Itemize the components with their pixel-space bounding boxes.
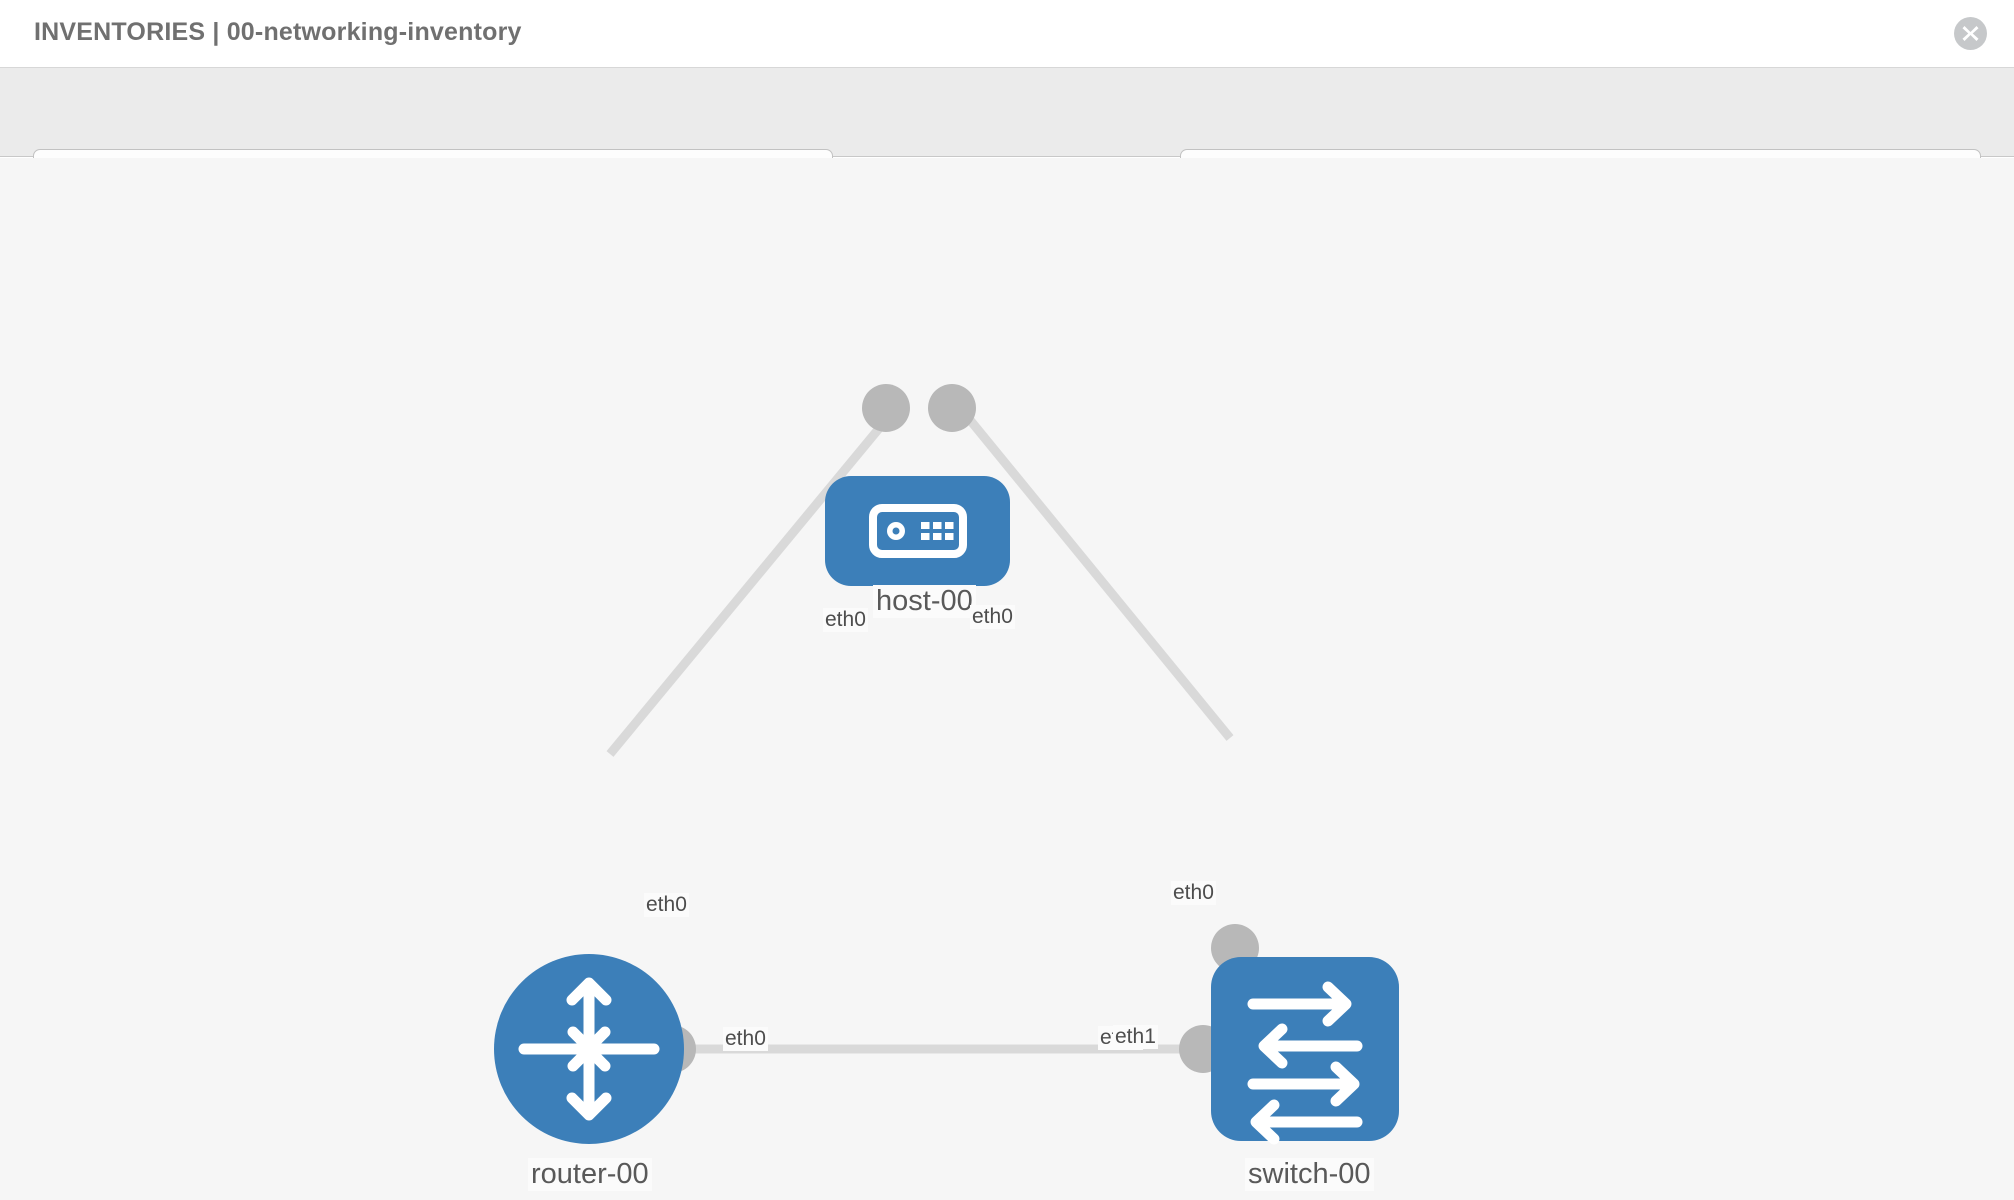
link-host00-router00[interactable]: [606, 417, 890, 757]
node-label-router-00: router-00: [528, 1158, 652, 1191]
router-arrows-icon: [518, 977, 660, 1121]
node-host-00[interactable]: [825, 476, 1010, 586]
connector-host00-eth0-left[interactable]: [862, 384, 910, 432]
topology-graph: router-00 --> switch-00 --> switch-00 --…: [494, 384, 1399, 1145]
link-host00-switch00[interactable]: [966, 417, 1234, 741]
port-label-host00-left: eth0: [823, 608, 868, 632]
connector-host00-eth0-right[interactable]: [928, 384, 976, 432]
page-header: INVENTORIES | 00-networking-inventory: [0, 0, 2014, 68]
switch-arrows-icon: [1247, 981, 1363, 1145]
port-label-router00-uplink: eth0: [644, 893, 689, 917]
server-icon: [869, 504, 967, 558]
node-label-switch-00: switch-00: [1245, 1158, 1374, 1191]
toolbar: ACTIONS SEARCH: [0, 68, 2014, 202]
port-label-router00-eth0: eth0: [723, 1027, 768, 1051]
node-switch-00[interactable]: [1211, 957, 1399, 1145]
node-router-00[interactable]: [494, 954, 684, 1144]
close-icon[interactable]: [1954, 17, 1987, 50]
port-label-switch00-uplink: eth0: [1171, 881, 1216, 905]
page-title: INVENTORIES | 00-networking-inventory: [34, 18, 522, 46]
port-label-switch00-eth1: eth1: [1113, 1025, 1158, 1049]
node-label-host-00: host-00: [873, 585, 976, 618]
topology-canvas[interactable]: router-00 --> switch-00 --> switch-00 --…: [0, 158, 2014, 1200]
port-label-host00-right: eth0: [970, 605, 1015, 629]
